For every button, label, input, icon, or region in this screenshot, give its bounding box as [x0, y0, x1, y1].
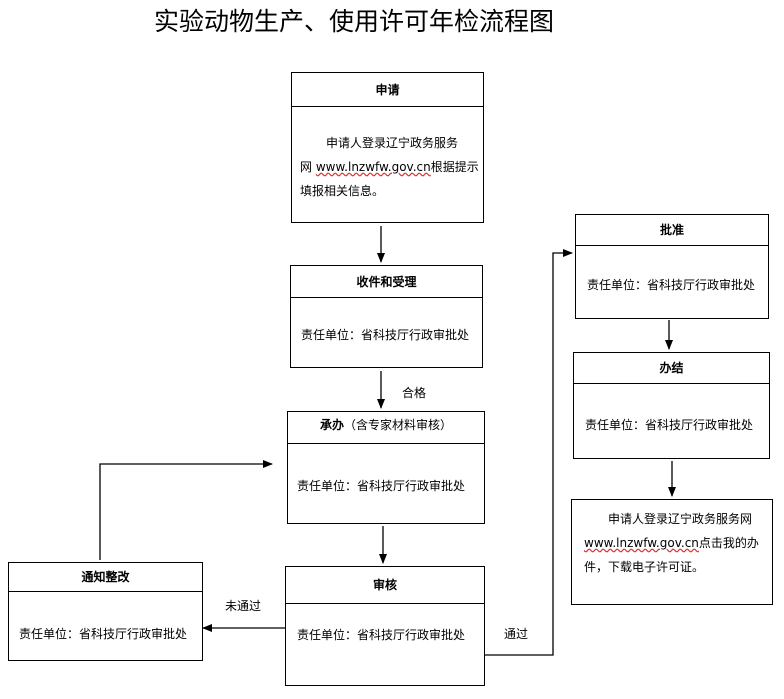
- download-body-line1: 申请人登录辽宁政务服务网: [608, 512, 753, 526]
- apply-body-line1: 申请人登录辽宁政务服务: [326, 136, 459, 150]
- apply-body-line2-suffix: 根据提示: [430, 160, 479, 174]
- edge-label-qualified: 合格: [402, 386, 427, 400]
- download-box: 申请人登录辽宁政务服务网 www.lnzwfw.gov.cn点击我的办 件，下载…: [571, 499, 773, 605]
- download-body-line2: www.lnzwfw.gov.cn点击我的办: [584, 531, 759, 555]
- download-body-line3: 件，下载电子许可证。: [584, 560, 705, 574]
- download-website-url: www.lnzwfw.gov.cn: [584, 536, 699, 550]
- complete-title: 办结: [574, 353, 769, 384]
- apply-box: 申请 申请人登录辽宁政务服务 网 www.lnzwfw.gov.cn根据提示 填…: [291, 72, 484, 223]
- edge-label-not-passed: 未通过: [225, 599, 262, 613]
- receive-box: 收件和受理 责任单位：省科技厅行政审批处: [290, 265, 483, 368]
- apply-body: 申请人登录辽宁政务服务 网 www.lnzwfw.gov.cn根据提示 填报相关…: [300, 131, 479, 203]
- page-title: 实验动物生产、使用许可年检流程图: [154, 7, 555, 36]
- approve-title: 批准: [576, 215, 768, 246]
- apply-website-url: www.lnzwfw.gov.cn: [315, 160, 431, 174]
- receive-title: 收件和受理: [291, 266, 482, 298]
- receive-body: 责任单位：省科技厅行政审批处: [301, 328, 470, 342]
- complete-box: 办结 责任单位：省科技厅行政审批处: [573, 352, 770, 459]
- undertake-title: 承办（含专家材料审核）: [288, 412, 484, 444]
- undertake-title-note: （含专家材料审核）: [344, 418, 453, 432]
- arrow-rectify-to-undertake: [99, 460, 273, 560]
- undertake-body: 责任单位：省科技厅行政审批处: [297, 479, 466, 493]
- edge-label-passed: 通过: [504, 627, 529, 641]
- review-title: 审核: [286, 567, 484, 604]
- apply-body-line3: 填报相关信息。: [300, 184, 385, 198]
- undertake-box: 承办（含专家材料审核） 责任单位：省科技厅行政审批处: [287, 411, 485, 524]
- rectify-body: 责任单位：省科技厅行政审批处: [19, 627, 188, 641]
- review-box: 审核 责任单位：省科技厅行政审批处: [285, 566, 485, 686]
- rectify-box: 通知整改 责任单位：省科技厅行政审批处: [8, 562, 203, 661]
- arrow-review-to-approve: [485, 249, 573, 656]
- apply-body-line2-prefix: 网: [300, 160, 316, 174]
- review-body: 责任单位：省科技厅行政审批处: [297, 628, 466, 642]
- apply-title: 申请: [292, 73, 483, 107]
- download-body: 申请人登录辽宁政务服务网 www.lnzwfw.gov.cn点击我的办 件，下载…: [584, 507, 759, 579]
- download-body-line2-suffix: 点击我的办: [698, 536, 759, 550]
- rectify-title: 通知整改: [9, 563, 202, 592]
- approve-body: 责任单位：省科技厅行政审批处: [587, 278, 756, 292]
- apply-body-line2: 网 www.lnzwfw.gov.cn根据提示: [300, 155, 479, 179]
- undertake-title-main: 承办: [319, 418, 344, 432]
- complete-body: 责任单位：省科技厅行政审批处: [585, 418, 754, 432]
- approve-box: 批准 责任单位：省科技厅行政审批处: [575, 214, 769, 319]
